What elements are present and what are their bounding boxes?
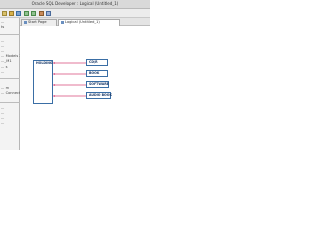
- navigator-item[interactable]: ...: [1, 116, 5, 120]
- entity-label: SOFTWARE: [89, 82, 109, 86]
- panel-divider: [0, 34, 20, 35]
- navigator-item[interactable]: ...: [1, 121, 5, 125]
- diagram-icon: [61, 20, 64, 24]
- panel-divider: [0, 102, 20, 103]
- tab-logical-model[interactable]: Logical (Untitled_1): [58, 19, 120, 26]
- arrowhead: [53, 95, 55, 97]
- entity-software[interactable]: SOFTWARE: [86, 81, 109, 88]
- open-icon[interactable]: [9, 11, 14, 16]
- tab-label: Start Page: [28, 20, 47, 24]
- navigator-item[interactable]: ... m: [1, 86, 10, 90]
- entity-holding[interactable]: HOLDING: [33, 60, 53, 104]
- navigator-item[interactable]: ts: [1, 25, 5, 29]
- navigator-panel: ... ts ... ... ... ... Models 2 ..._M1 .…: [0, 18, 28, 150]
- navigator-item[interactable]: ... s: [1, 65, 8, 69]
- entity-label: BOOK: [89, 71, 100, 75]
- arrowhead: [53, 84, 55, 86]
- panel-divider: [0, 78, 20, 79]
- navigator-item[interactable]: ...: [1, 20, 5, 24]
- entity-cdr[interactable]: CD/R: [86, 59, 108, 66]
- main-toolbar: [0, 9, 150, 18]
- relationship-lines: [52, 62, 86, 97]
- diagram-canvas[interactable]: HOLDING CD/R BOOK SOFTWARE AUDIO BOOK: [20, 26, 150, 150]
- entity-label: CD/R: [89, 60, 98, 64]
- tab-label: Logical (Untitled_1): [65, 20, 100, 24]
- navigator-item[interactable]: ...: [1, 39, 5, 43]
- save-icon[interactable]: [16, 11, 21, 16]
- arrowhead: [53, 73, 55, 75]
- entity-label: AUDIO BOOK: [89, 93, 112, 97]
- window-title: Oracle SQL Developer : Logical (Untitled…: [31, 1, 119, 6]
- arrowhead: [53, 62, 55, 64]
- navigator-item[interactable]: ... Models 2: [1, 54, 22, 58]
- navigator-item[interactable]: ...: [1, 70, 5, 74]
- navigator-item[interactable]: ...: [1, 49, 5, 53]
- navigator-item[interactable]: ...: [1, 106, 5, 110]
- page-icon: [24, 20, 27, 24]
- entity-audio-book[interactable]: AUDIO BOOK: [86, 92, 112, 99]
- redo-icon[interactable]: [31, 11, 36, 16]
- new-icon[interactable]: [2, 11, 7, 16]
- undo-icon[interactable]: [24, 11, 29, 16]
- navigator-item[interactable]: ...: [1, 44, 5, 48]
- navigator-item[interactable]: ... Connections: [1, 91, 28, 95]
- navigator-item[interactable]: ..._M1: [1, 59, 12, 63]
- zoom-icon[interactable]: [46, 11, 51, 16]
- window-titlebar: Oracle SQL Developer : Logical (Untitled…: [0, 0, 150, 9]
- navigator-item[interactable]: ...: [1, 111, 5, 115]
- editor-tabs: Start Page Logical (Untitled_1): [20, 18, 150, 26]
- entity-book[interactable]: BOOK: [86, 70, 108, 77]
- entity-label: HOLDING: [36, 61, 53, 65]
- refresh-icon[interactable]: [39, 11, 44, 16]
- tab-start-page[interactable]: Start Page: [21, 19, 57, 26]
